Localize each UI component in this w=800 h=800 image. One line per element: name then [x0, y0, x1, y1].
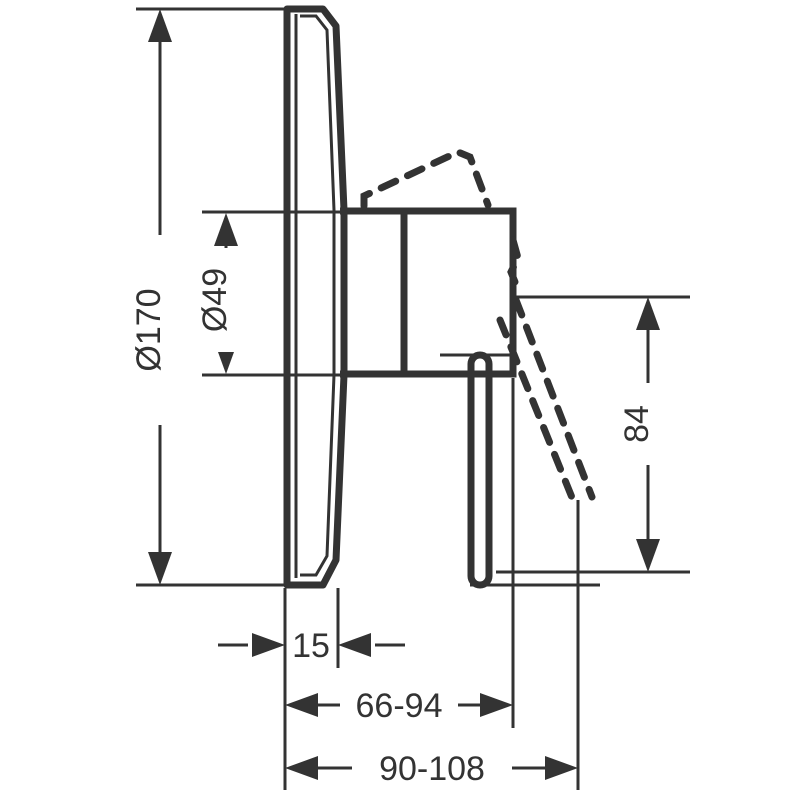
arrowhead-left: [338, 633, 371, 657]
dimension-label-plate-diameter-top: Ø170: [130, 288, 168, 371]
arrowhead-right: [480, 693, 513, 717]
handle-raised-phantom: [360, 148, 492, 210]
handle-lever: [467, 351, 493, 589]
valve-body: [340, 207, 517, 378]
dimension-total-depth: 90-108: [285, 750, 578, 788]
arrowhead-down: [148, 552, 172, 585]
arrowhead-up: [148, 9, 172, 42]
arrowhead-right: [252, 633, 285, 657]
arrowhead-up: [636, 297, 660, 330]
arrowhead-down: [636, 539, 660, 572]
label-backdrop: [142, 235, 178, 425]
arrowhead-right: [545, 756, 578, 780]
label-backdrop: [630, 383, 666, 465]
dimension-label-total-depth: 90-108: [379, 750, 485, 788]
dimension-label-plate-depth: 15: [292, 627, 330, 665]
label-backdrop: [208, 248, 244, 352]
arrowhead-left: [285, 693, 318, 717]
dimension-label-handle-height: 84: [618, 405, 656, 443]
dimension-label-install-depth: 66-94: [356, 687, 443, 725]
dimension-install-depth: 66-94: [285, 687, 513, 725]
dimension-body-diameter: Ø49: [196, 213, 244, 374]
escutcheon-plate-inner-line: [300, 14, 336, 577]
dimension-plate-depth: 15: [218, 627, 405, 665]
extension-lines: [136, 7, 690, 790]
handle-rotated-phantom: [496, 236, 596, 504]
dimension-plate-diameter: Ø170 Ø170: [130, 9, 178, 585]
arrowhead-left: [285, 756, 318, 780]
arrowhead-up: [214, 213, 238, 246]
dimension-handle-height: 84: [618, 297, 666, 572]
dimension-label-body-diameter: Ø49: [196, 268, 234, 332]
